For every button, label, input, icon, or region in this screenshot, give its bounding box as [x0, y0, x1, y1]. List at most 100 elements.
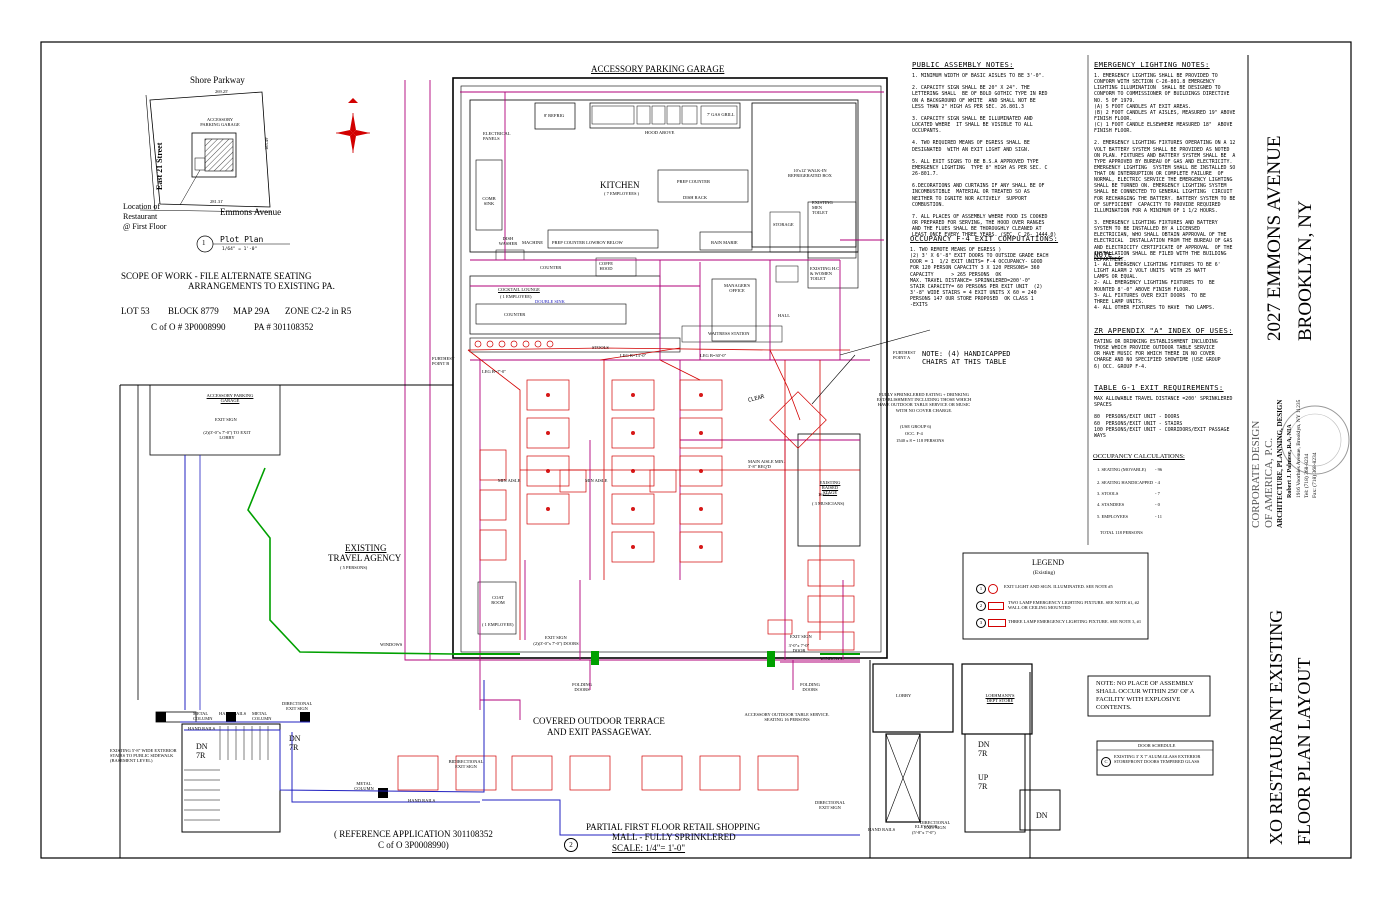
furthest-point-a: FURTHEST POINT A [893, 350, 916, 361]
location-line-1: Location of [123, 202, 161, 211]
firm-principal: Robert J. Palmese, R.A, NIA [1287, 424, 1293, 498]
toilet-women: EXISTING H.C & WOMEN TOILET [810, 266, 840, 282]
hand-rails-2: HAND RAILS [188, 726, 216, 731]
emergency-note-body: 1- ALL EMERGENCY LIGHTING FIXTURES TO BE… [1094, 262, 1221, 311]
loehmanns: LOEHMANN'S DEPT STORE [985, 693, 1015, 704]
stools-label: STOOLS [592, 345, 609, 350]
hand-rails-4: HAND RAILS [868, 827, 896, 832]
scope-zone: ZONE C2-2 in R5 [285, 306, 352, 316]
occ-row-1: 1. SEATING (MOVABLE) [1097, 467, 1147, 472]
prep-lowboy: PREP COUNTER LOWBOY BELOW [552, 240, 623, 245]
shopping-2: MALL - FULLY SPRINKLERED [612, 832, 736, 842]
kitchen-label: KITCHEN [600, 180, 640, 190]
machine-label: MACHINE [522, 240, 543, 245]
scope-pa: PA # 301108352 [254, 322, 314, 332]
north-arrow-icon [336, 98, 370, 153]
coat-employee: ( 1 EMPLOYEE) [482, 622, 514, 627]
r7-label-3: 7R [978, 749, 988, 758]
dish-rack: DISH RACK [683, 195, 708, 200]
r7-label-4: 7R [978, 782, 988, 791]
legend-marker-3: 3 [976, 618, 986, 628]
stairs-left [184, 726, 269, 821]
cocktail-lounge: COCKTAIL LOUNGE [498, 287, 540, 292]
bidirectional-exit: BIDIRECTIONAL EXIT SIGN [448, 759, 484, 770]
public-assembly-body: 1. MINIMUM WIDTH OF BASIC AISLES TO BE 3… [912, 73, 1057, 239]
furthest-point-b: FURTHEST POINT B [432, 356, 455, 367]
to-exit-lobby: (2)(3'-0"x 7'-0") TO EXIT LOBBY [203, 430, 251, 441]
scope-lot: LOT 53 [121, 306, 150, 316]
storage-label: STORAGE [773, 222, 794, 227]
bain-marie: BAIN MARIE [711, 240, 738, 245]
scope-cofo: C of O # 3P0008990 [151, 322, 226, 332]
occ-row-4: 4. STANDEES [1097, 502, 1125, 507]
plan-scale: SCALE: 1/4"= 1'-0" [612, 843, 686, 853]
use-group: (USE GROUP 6) [900, 424, 932, 429]
double-sink: DOUBLE SINK [535, 299, 565, 304]
electrical-panels: ELECTRICAL PANELS [483, 131, 511, 142]
plot-plan [139, 91, 370, 253]
leg-b2: LEG B=13'-0" [620, 353, 647, 358]
main-aisle: MAIN AISLE MIN. 3'-8" REQ'D [748, 459, 785, 470]
lounge-employee: ( 1 EMPLOYEE) [500, 294, 532, 299]
scope-block: BLOCK 8779 [168, 306, 219, 316]
counter-label-1: COUNTER [540, 265, 562, 270]
two-lamp-fixture-icon [988, 602, 1004, 610]
legend-item-3: THREE LAMP EMERGENCY LIGHTING FIXTURE. S… [1008, 619, 1142, 624]
lobby-label: LOBBY [896, 693, 912, 698]
occ-row-5: 5. EMPLOYEES [1097, 514, 1129, 519]
windows-1: WINDOWS [380, 642, 403, 647]
kitchen-employees: ( 7 EMPLOYEES ) [604, 191, 640, 196]
directional-exit-2: DIRECTIONAL EXIT SIGN [815, 800, 846, 811]
location-line-3: @ First Floor [123, 222, 167, 231]
occupancy-exit-body: 1. TWO REMOTE MEANS OF EGRESS ) (2) 3' X… [910, 247, 1049, 309]
garage-small: ACCESSORY PARKING GARAGE [206, 393, 254, 404]
firm-name-1: CORPORATE DESIGN [1250, 420, 1262, 528]
three-lamp-fixture-icon [988, 619, 1006, 627]
outdoor-terrace: COVERED OUTDOOR TERRACE [533, 716, 665, 726]
plot-location-note: Location of Restaurant @ First Floor [123, 202, 166, 232]
parking-garage-label: ACCESSORY PARKING GARAGE [591, 64, 725, 74]
exit-sign-1: EXIT SIGN [545, 635, 567, 640]
emergency-body: 1. EMERGENCY LIGHTING SHALL BE PROVIDED … [1094, 73, 1236, 263]
table-column-2 [611, 379, 655, 563]
table-g1-title: TABLE G-1 EXIT REQUIREMENTS: [1094, 383, 1224, 392]
dn-label-4: DN [1036, 811, 1048, 820]
plot-dim-top: 269.25' [215, 89, 229, 94]
occ-f4: OCC. F-4 [905, 431, 923, 436]
occ-val-2: - 4 [1155, 480, 1160, 485]
title-address: 2027 EMMONS AVENUE [1264, 135, 1285, 341]
exit-doors-2: 3'-0"x 7'-0" DOOR [788, 643, 810, 654]
occ-val-5: - 11 [1155, 514, 1162, 519]
scope-line-2: ARRANGEMENTS TO EXISTING PA. [188, 281, 335, 291]
dish-washer: DISH WASHER [498, 236, 518, 247]
occ-val-4: - 0 [1155, 502, 1160, 507]
metal-column-3: METAL COLUMN [354, 781, 374, 792]
title-project-2: FLOOR PLAN LAYOUT [1294, 657, 1314, 845]
plot-dim-right: 183.49' [264, 136, 269, 150]
title-project-1: XO RESTAURANT EXISTING [1266, 609, 1286, 845]
sprinkler-note: FULLY SPRINKLERED EATING + DRINKING ESTA… [876, 392, 972, 413]
toilet-men: EXISTING MEN TOILET [812, 200, 833, 216]
legend-item-2: TWO LAMP EMERGENCY LIGHTING FIXTURE. SEE… [1008, 600, 1140, 611]
plot-street-top: Shore Parkway [190, 75, 245, 85]
occ-calc-title: OCCUPANCY CALCULATIONS: [1093, 453, 1185, 460]
exit-light-icon [988, 584, 998, 594]
stage-dim: 16x11' [818, 492, 830, 497]
sheet-border [40, 41, 1352, 859]
occ-row-2: 2. SEATING HANDICAPPED [1097, 480, 1154, 485]
table-column-1 [526, 379, 570, 525]
shopping-1: PARTIAL FIRST FLOOR RETAIL SHOPPING [586, 822, 761, 832]
folding-doors-1: FOLDING DOORS [572, 682, 592, 693]
handicap-table [769, 391, 827, 449]
public-assembly-title: PUBLIC ASSEMBLY NOTES: [912, 60, 1014, 69]
door-schedule-marker: C [1101, 757, 1111, 767]
exit-sign-2: EXIT SIGN [790, 634, 812, 639]
dn-label-3: DN [978, 740, 990, 749]
table-column-5 [559, 469, 855, 651]
plot-plan-title: Plot Plan [220, 235, 264, 244]
building-walls [452, 77, 1061, 858]
elevator-label: ELEVATOR [915, 824, 938, 829]
legend-subtitle: (Existing) [1033, 570, 1055, 576]
